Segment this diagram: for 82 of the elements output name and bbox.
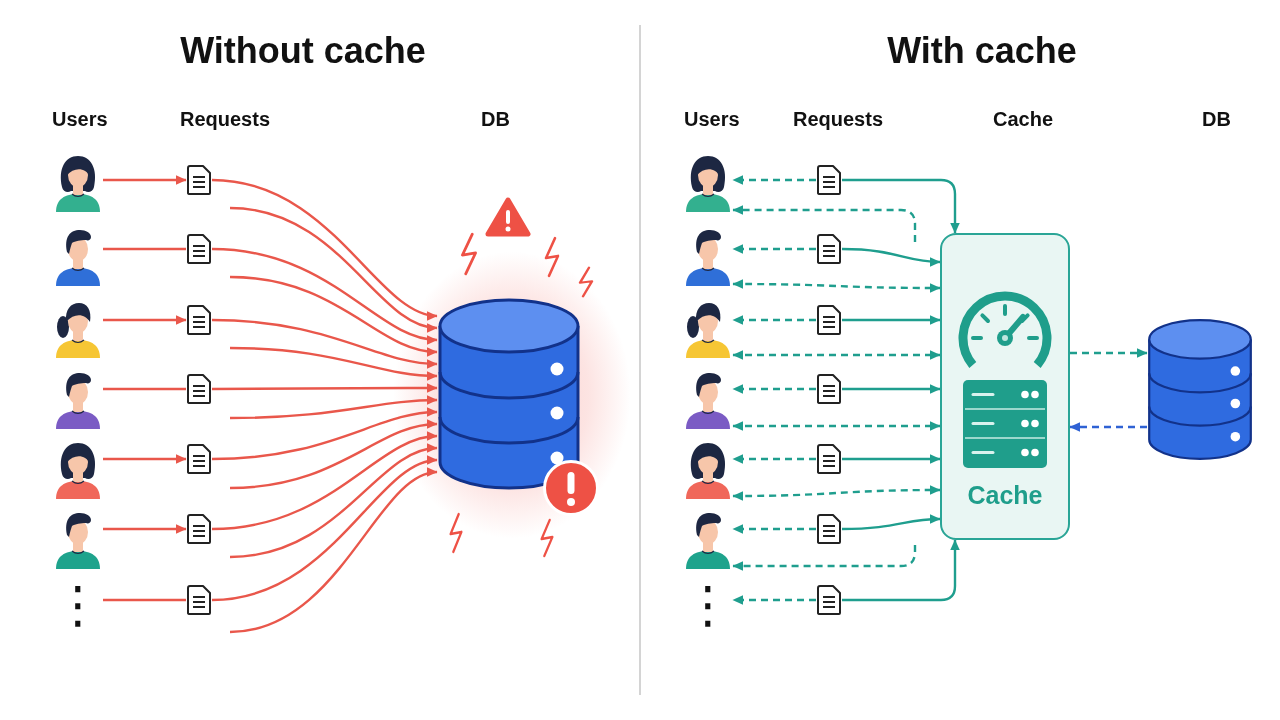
document-icon [816,164,842,196]
database-icon [1147,318,1253,461]
column-header: Users [684,108,740,131]
person-icon [683,153,733,213]
double-arrow [732,279,941,293]
arrow [211,247,438,344]
arrow [229,444,438,559]
arrow [1070,348,1148,358]
arrow [229,469,438,634]
document-icon [816,304,842,336]
vertical-ellipsis: ⋮ [683,574,733,636]
column-header: Users [52,108,108,131]
document-icon [186,373,212,405]
person-icon [683,227,733,287]
document-icon [816,233,842,265]
document-icon [816,443,842,475]
document-icon [186,304,212,336]
vertical-ellipsis: ⋮ [53,574,103,636]
arrow [212,383,438,393]
arrow [211,432,438,531]
document-icon [186,584,212,616]
arrow [229,346,438,381]
arrow [732,524,816,534]
column-header: Requests [793,108,884,131]
arrow [842,454,941,464]
arrow [732,384,816,394]
double-arrow [732,485,941,501]
document-icon [186,233,212,265]
column-header: DB [481,108,510,131]
arrow [732,595,816,605]
arrow [732,545,917,571]
document-icon [816,584,842,616]
document-icon [816,373,842,405]
cache-label: Cache [967,481,1043,510]
arrow [103,454,187,464]
document-icon [186,443,212,475]
arrow [732,205,917,242]
arrow [842,539,960,602]
cache-box [940,233,1070,540]
document-icon [186,164,212,196]
document-icon [186,513,212,545]
arrow [732,175,816,185]
arrow [103,524,187,534]
double-arrow [732,421,941,431]
arrow [842,178,960,234]
document-icon [816,513,842,545]
panel-title: Without cache [180,30,426,72]
arrow [229,275,438,356]
arrow [211,318,438,369]
arrow [211,178,438,319]
double-arrow [732,350,941,360]
column-header: DB [1202,108,1231,131]
connector-line [103,247,186,251]
person-icon [53,153,103,213]
arrow [841,247,941,267]
arrow [229,206,438,332]
connector-line [103,598,186,602]
panel-title: With cache [887,30,1077,72]
arrow [230,395,438,420]
database-icon [437,297,581,491]
arrow [842,315,941,325]
person-icon [53,440,103,500]
arrow [732,454,816,464]
connector-line [103,387,186,391]
person-icon [683,370,733,430]
arrow [732,315,816,325]
person-icon [53,370,103,430]
arrow [103,175,187,185]
person-icon [53,510,103,570]
arrow [842,384,941,394]
person-icon [53,227,103,287]
arrow [1069,422,1147,432]
person-icon [683,440,733,500]
column-header: Cache [993,108,1054,131]
arrow [103,315,187,325]
column-header: Requests [180,108,271,131]
arrow [229,419,438,490]
arrow [732,244,816,254]
arrow [211,457,438,602]
person-icon [683,510,733,570]
arrow [841,514,941,531]
arrow [211,407,438,461]
